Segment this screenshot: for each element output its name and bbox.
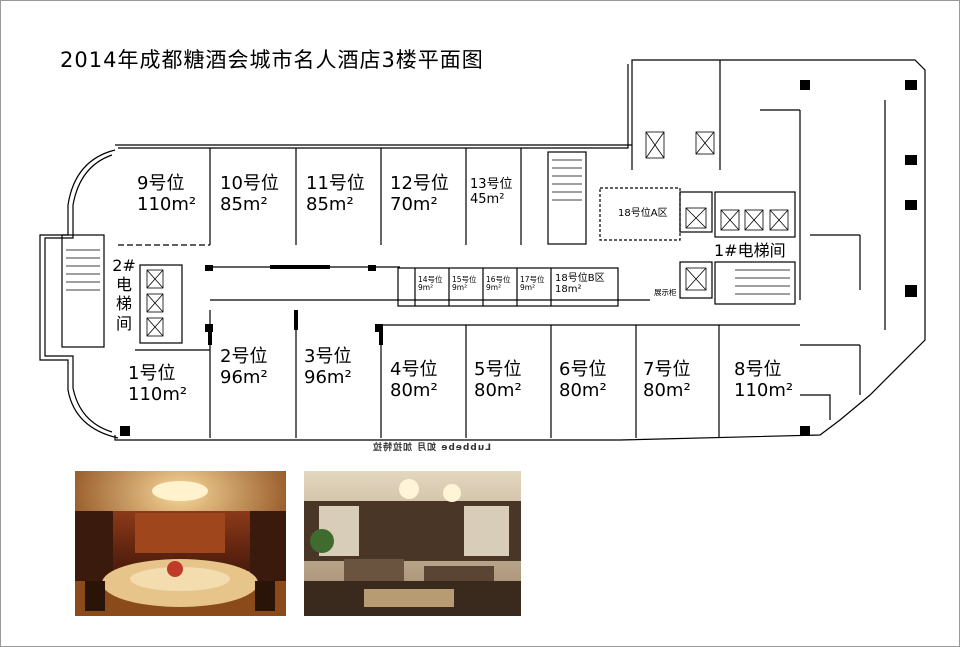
- booth-1-label: 1号位: [128, 363, 176, 384]
- booth-18b: 18号位B区 18m²: [555, 273, 605, 295]
- banquet-room-photo: [75, 471, 286, 616]
- booth-3: 3号位 96m²: [304, 346, 352, 388]
- booth-16: 16号位 9m²: [486, 275, 511, 293]
- booth-8-area: 110m²: [734, 379, 794, 401]
- booth-1-area: 110m²: [128, 383, 188, 405]
- booth-18b-area: 18m²: [555, 284, 582, 295]
- elevator-2-line-1: 2#: [112, 256, 136, 275]
- page-title: 2014年成都糖酒会城市名人酒店3楼平面图: [60, 48, 484, 72]
- booth-14-label: 14号位: [418, 275, 443, 284]
- booth-2-area: 96m²: [220, 366, 268, 388]
- booth-18b-label: 18号位B区: [555, 273, 605, 284]
- booth-8-label: 8号位: [734, 359, 782, 380]
- booth-17-label: 17号位: [520, 275, 545, 284]
- booth-8: 8号位 110m²: [734, 359, 794, 401]
- booth-18a: 18号位A区: [618, 208, 668, 219]
- booth-4-label: 4号位: [390, 359, 438, 380]
- booth-9-area: 110m²: [137, 193, 197, 215]
- booth-6-area: 80m²: [559, 379, 607, 401]
- banquet-room-illustration: [75, 471, 286, 616]
- booth-5-label: 5号位: [474, 359, 522, 380]
- booth-14-area: 9m²: [418, 283, 434, 293]
- elevator-2-line-4: 间: [115, 313, 132, 333]
- booth-16-label: 16号位: [486, 275, 511, 284]
- lounge-room-illustration: [304, 471, 521, 616]
- booth-13-area: 45m²: [470, 191, 505, 207]
- booth-12-area: 70m²: [390, 193, 438, 215]
- booth-6: 6号位 80m²: [559, 359, 607, 401]
- elevator-2-line-3: 梯: [115, 294, 132, 314]
- booth-17-area: 9m²: [520, 283, 536, 293]
- booth-17: 17号位 9m²: [520, 275, 545, 293]
- booth-13-label: 13号位: [470, 177, 513, 192]
- booth-9: 9号位 110m²: [137, 173, 197, 215]
- booth-14: 14号位 9m²: [418, 275, 443, 293]
- booth-3-area: 96m²: [304, 366, 352, 388]
- booth-11-label: 11号位: [306, 173, 365, 194]
- booth-3-label: 3号位: [304, 346, 352, 367]
- booth-7-area: 80m²: [643, 379, 691, 401]
- booth-5-area: 80m²: [474, 379, 522, 401]
- booth-16-area: 9m²: [486, 283, 502, 293]
- mirrored-sign-text: Lubbebe 如月 加拉特拉: [372, 443, 491, 453]
- booth-10-label: 10号位: [220, 173, 279, 194]
- booth-15: 15号位 9m²: [452, 275, 477, 293]
- booth-18a-label: 18号位A区: [618, 208, 668, 219]
- booth-7: 7号位 80m²: [643, 359, 691, 401]
- booth-12-label: 12号位: [390, 173, 449, 194]
- booth-6-label: 6号位: [559, 359, 607, 380]
- booth-4: 4号位 80m²: [390, 359, 438, 401]
- booth-5: 5号位 80m²: [474, 359, 522, 401]
- booth-15-label: 15号位: [452, 275, 477, 284]
- display-cabinet-label: 展示柜: [654, 288, 677, 297]
- booth-1: 1号位 110m²: [128, 363, 188, 405]
- booth-13: 13号位 45m²: [470, 177, 513, 208]
- booth-11-area: 85m²: [306, 193, 354, 215]
- booth-15-area: 9m²: [452, 283, 468, 293]
- booth-11: 11号位 85m²: [306, 173, 365, 215]
- booth-4-area: 80m²: [390, 379, 438, 401]
- booth-12: 12号位 70m²: [390, 173, 449, 215]
- booth-10-area: 85m²: [220, 193, 268, 215]
- elevator-2-line-2: 电: [115, 275, 132, 295]
- booth-2: 2号位 96m²: [220, 346, 268, 388]
- elevator-2-label: 2# 电 梯 间: [112, 256, 136, 333]
- lounge-room-photo: [304, 471, 521, 616]
- booth-10: 10号位 85m²: [220, 173, 279, 215]
- booth-7-label: 7号位: [643, 359, 691, 380]
- elevator-1-label: 1#电梯间: [712, 241, 788, 261]
- booth-2-label: 2号位: [220, 346, 268, 367]
- booth-9-label: 9号位: [137, 173, 185, 194]
